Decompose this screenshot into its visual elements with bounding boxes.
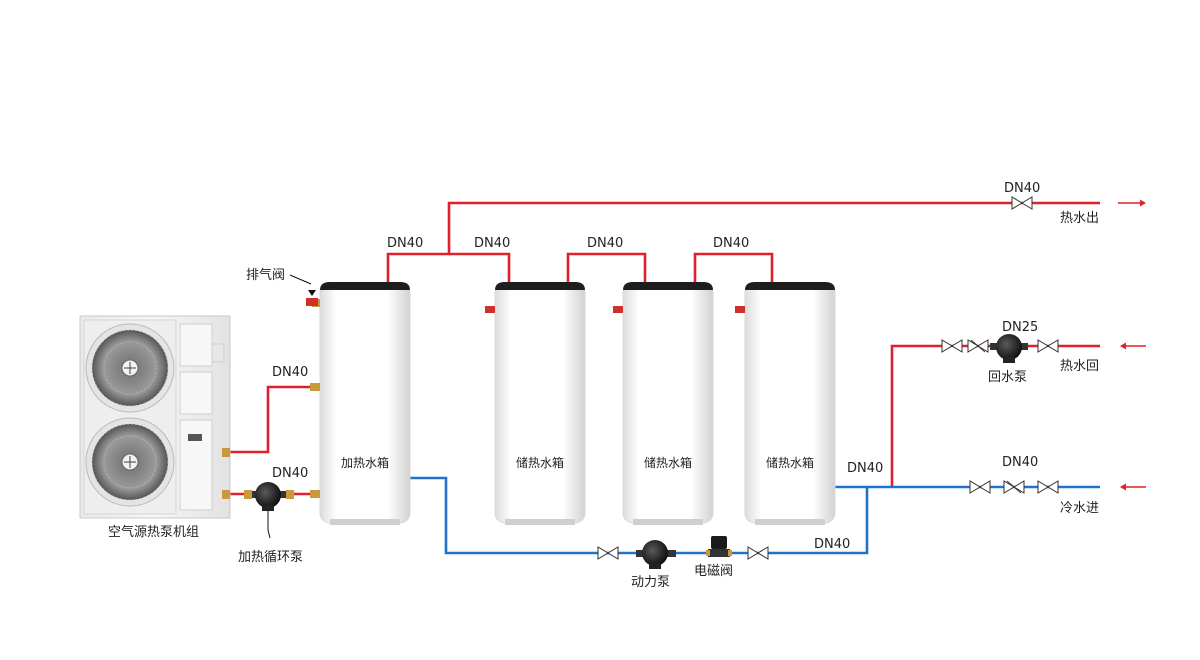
heat-pump-unit-icon: [79, 315, 231, 519]
pipe-size-heatpump-lower: DN40: [272, 466, 308, 481]
flow-arrow-icon: [1120, 483, 1146, 491]
flow-arrow-icon: [1120, 342, 1146, 350]
gate-valve-icon: [941, 339, 963, 353]
tank-label: 储热水箱: [516, 455, 564, 470]
check-valve-icon: [1003, 480, 1025, 494]
gate-valve-icon: [1037, 480, 1059, 494]
label-hot-water-return: 热水回: [1060, 359, 1099, 374]
gate-valve-icon: [597, 546, 619, 560]
label-heat-pump-unit: 空气源热泵机组: [108, 524, 199, 540]
pipe-size-tank1-top: DN40: [387, 236, 423, 251]
tank-label: 储热水箱: [644, 455, 692, 470]
return-pump-icon: [990, 334, 1028, 363]
leader-lines: [267, 274, 312, 539]
label-cold-water-in: 冷水进: [1060, 501, 1099, 516]
label-solenoid-valve: 电磁阀: [694, 564, 733, 579]
pipe-size-cold-inlet-right: DN40: [847, 461, 883, 476]
label-air-vent-valve: 排气阀: [246, 267, 285, 283]
pipe-size-tank2-top: DN40: [474, 236, 510, 251]
tank-storage-2: 储热水箱: [613, 282, 714, 525]
hot-pipe-heatpump-upper: [228, 385, 318, 454]
hot-pipe-return-line: [890, 344, 1100, 487]
pipe-size-hot-outlet: DN40: [1004, 181, 1040, 196]
pipe-size-tank4-top: DN40: [713, 236, 749, 251]
gate-valve-icon: [969, 480, 991, 494]
fan-upper-icon: [85, 323, 175, 413]
tank-label: 加热水箱: [341, 455, 389, 470]
pipe-size-tank3-top: DN40: [587, 236, 623, 251]
label-return-pump: 回水泵: [988, 370, 1027, 385]
hot-pipe-tank2-tank3: [566, 252, 647, 282]
flow-arrow-icon: [1118, 199, 1146, 207]
hot-pipe-tank3-tank4: [693, 252, 774, 282]
gate-valve-icon: [747, 546, 769, 560]
flow-arrows: [1118, 199, 1146, 491]
power-pump-icon: [636, 540, 676, 569]
label-power-pump: 动力泵: [631, 575, 670, 590]
label-hot-water-out: 热水出: [1060, 211, 1099, 226]
cold-pipe-bottom: [410, 476, 869, 555]
tank-label: 储热水箱: [766, 455, 814, 470]
air-vent-valve-icon: [306, 290, 318, 306]
pipe-size-heatpump-upper: DN40: [272, 365, 308, 380]
tank-storage-1: 储热水箱: [485, 282, 586, 525]
pipe-size-cold-inlet: DN40: [1002, 455, 1038, 470]
fan-lower-icon: [85, 417, 175, 507]
hot-pipe-tank1-tank2: [449, 252, 511, 282]
solenoid-valve-icon: [706, 536, 732, 557]
tank-heating: 加热水箱: [310, 282, 411, 525]
gate-valve-icon: [1011, 196, 1033, 210]
label-heating-circ-pump: 加热循环泵: [238, 550, 303, 565]
valves: [597, 196, 1059, 560]
heating-circulation-pump-icon: [244, 482, 294, 511]
check-valve-icon: [967, 339, 989, 353]
tank-storage-3: 储热水箱: [735, 282, 836, 525]
gate-valve-icon: [1037, 339, 1059, 353]
pipe-size-return: DN25: [1002, 320, 1038, 335]
diagram-labels: DN40 热水出 DN40 DN40 DN40 DN40 排气阀 DN25 热水…: [108, 181, 1099, 590]
pipe-size-cold-bottom: DN40: [814, 537, 850, 552]
